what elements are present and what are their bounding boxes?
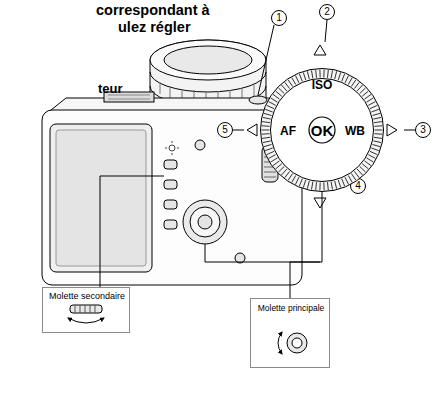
dial-marking: WB	[345, 125, 365, 137]
dial-marking: AF	[280, 125, 296, 137]
right-triangle	[387, 124, 397, 136]
callout-number: 4	[355, 181, 361, 191]
button	[164, 200, 177, 209]
button	[195, 140, 205, 150]
dial-circle: ISO AF OK WB	[260, 68, 384, 192]
lens-glass	[164, 46, 252, 74]
leader-line	[205, 244, 320, 262]
callout-circle	[218, 123, 233, 138]
control-dial	[183, 200, 227, 244]
left-triangle	[247, 124, 257, 136]
button	[164, 220, 177, 229]
callout-number: 1	[276, 13, 282, 23]
lcd-inner	[56, 130, 146, 266]
box-label: Molette principale	[258, 304, 325, 313]
main-dial-icon	[292, 338, 302, 348]
callout-circle	[272, 11, 287, 26]
dial-marking: ISO	[312, 79, 333, 91]
dial-ring	[261, 69, 384, 192]
leader-line	[233, 130, 244, 131]
callout-circle	[416, 123, 431, 138]
dial-name-box: Molette secondaire	[42, 287, 130, 333]
control-dial-inner	[190, 207, 220, 237]
dial-name-box: Molette principale	[250, 298, 330, 368]
lcd-screen	[50, 124, 152, 272]
leader-line	[404, 130, 415, 131]
heading-text: teur	[98, 82, 123, 95]
ok-button	[198, 215, 212, 229]
rotate-arrow	[278, 332, 282, 354]
callout-circle	[320, 5, 335, 20]
rotate-arrow	[68, 318, 104, 323]
lens-barrel	[150, 40, 266, 100]
button	[164, 180, 177, 189]
dial-face	[271, 79, 374, 182]
main-dial-icon	[287, 333, 307, 353]
dial-knurl	[262, 70, 383, 191]
leader-line	[325, 20, 327, 42]
hot-shoe-rail	[108, 95, 150, 99]
up-triangle	[314, 45, 326, 55]
light-symbol	[165, 141, 179, 155]
heading-text: ulez régler	[118, 20, 191, 35]
leader-connector	[290, 192, 322, 298]
dial-marking: OK	[311, 123, 334, 138]
button	[164, 160, 177, 169]
callout-number: 5	[222, 125, 228, 135]
ok-button	[309, 117, 335, 143]
sub-dial-icon	[75, 305, 95, 313]
top-button	[249, 96, 267, 104]
lens-ring	[150, 72, 266, 92]
leader-line	[258, 25, 274, 95]
callout-number: 2	[324, 7, 330, 17]
lens-front	[150, 40, 266, 80]
box-label: Molette secondaire	[49, 292, 125, 301]
leader-line	[100, 176, 164, 287]
heading-text: correspondant à	[96, 3, 210, 18]
sub-dial-icon	[70, 305, 102, 313]
down-triangle	[314, 198, 326, 208]
callout-number: 3	[420, 125, 426, 135]
